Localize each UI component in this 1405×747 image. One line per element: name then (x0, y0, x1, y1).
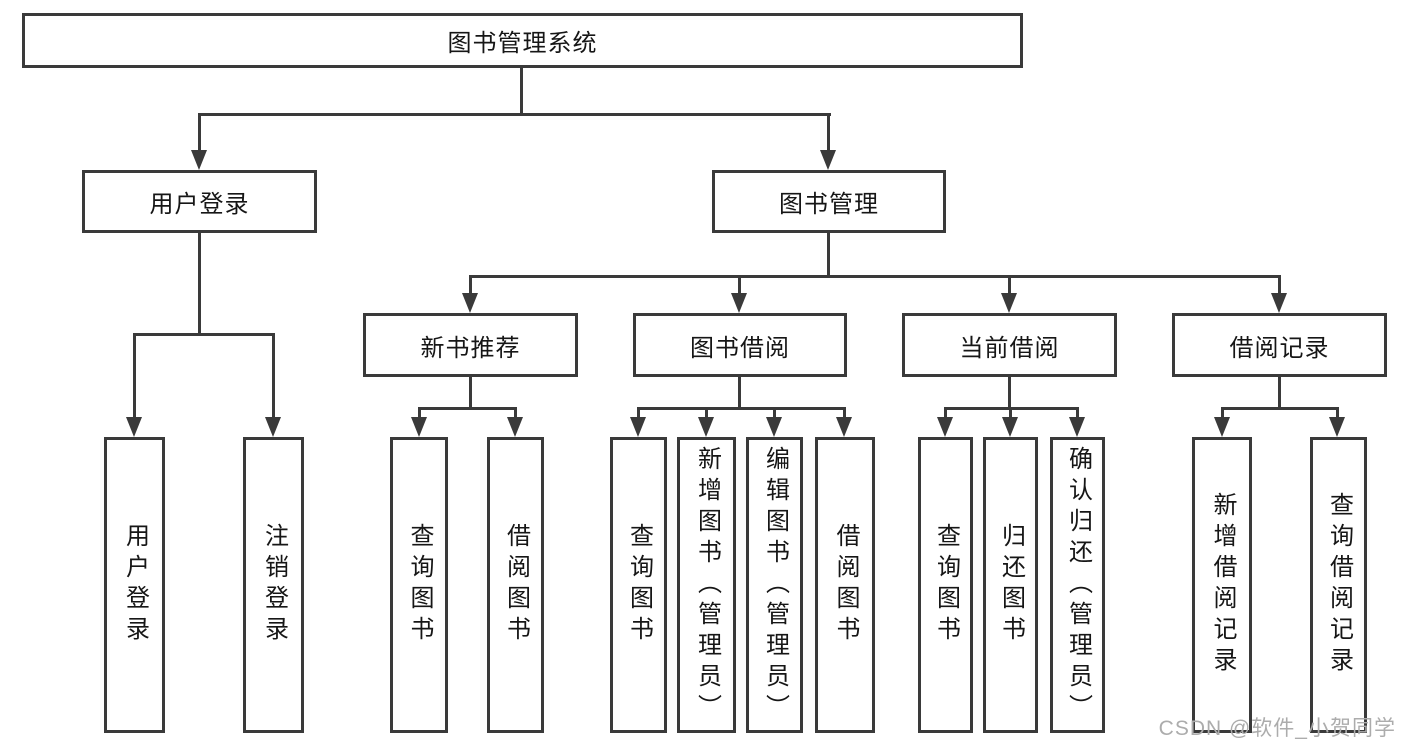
connector-line (133, 333, 275, 336)
arrowhead (1002, 417, 1018, 437)
node-user-login: 用户登录 (82, 170, 317, 233)
node-borrow-records: 借阅记录 (1172, 313, 1387, 377)
node-label: 借阅图书 (832, 523, 859, 647)
connector-line (469, 377, 472, 410)
node-label: 用户登录 (149, 191, 250, 218)
arrowhead (1329, 417, 1345, 437)
connector-line (827, 113, 830, 152)
node-book-management: 图书管理 (712, 170, 946, 233)
node-label: 当前借阅 (959, 334, 1060, 362)
connector-line (469, 275, 1281, 278)
node-query-books-current: 查询图书 (918, 437, 973, 733)
node-query-borrow-record: 查询借阅记录 (1310, 437, 1367, 733)
node-label: 新增借阅记录 (1209, 492, 1236, 678)
node-label: 借阅记录 (1229, 334, 1330, 362)
node-return-book: 归还图书 (983, 437, 1038, 733)
node-label: 图书借阅 (690, 334, 790, 362)
connector-line (418, 407, 517, 410)
connector-line (827, 233, 830, 278)
node-current-borrow: 当前借阅 (902, 313, 1117, 377)
node-query-books-recommend: 查询图书 (390, 437, 448, 733)
node-add-book-admin: 新增图书（管理员） (677, 437, 736, 733)
node-add-borrow-record: 新增借阅记录 (1192, 437, 1252, 733)
node-label: 编辑图书（管理员） (761, 445, 789, 725)
connector-line (1221, 407, 1338, 410)
node-logout: 注销登录 (243, 437, 304, 733)
arrowhead (191, 150, 207, 170)
arrowhead (1214, 417, 1230, 437)
connector-line (1278, 377, 1281, 410)
arrowhead (1271, 293, 1287, 313)
node-label: 借阅图书 (502, 523, 530, 647)
node-book-borrow: 图书借阅 (633, 313, 847, 377)
arrowhead (1069, 417, 1085, 437)
node-label: 新增图书（管理员） (693, 445, 721, 725)
csdn-watermark: CSDN @软件_小贺同学 (1158, 717, 1396, 740)
connector-line (520, 68, 523, 116)
connector-line (418, 407, 421, 419)
connector-line (1076, 407, 1079, 419)
arrowhead (836, 417, 852, 437)
connector-line (705, 407, 708, 419)
connector-line (272, 333, 275, 419)
node-label: 查询图书 (406, 523, 433, 647)
arrowhead (1001, 293, 1017, 313)
node-label: 查询图书 (625, 523, 653, 647)
node-user-login-leaf: 用户登录 (104, 437, 165, 733)
node-label: 归还图书 (997, 523, 1025, 647)
connector-line (198, 113, 201, 152)
arrowhead (630, 417, 646, 437)
node-borrow-books-borrow: 借阅图书 (815, 437, 875, 733)
arrowhead (820, 150, 836, 170)
connector-line (637, 407, 845, 410)
connector-line (1221, 407, 1224, 419)
node-label: 查询图书 (932, 523, 960, 647)
arrowhead (507, 417, 523, 437)
connector-line (738, 275, 741, 295)
connector-line (198, 113, 831, 116)
node-confirm-return-admin: 确认归还（管理员） (1050, 437, 1105, 733)
node-label: 用户登录 (121, 523, 149, 647)
arrowhead (766, 417, 782, 437)
node-label: 注销登录 (260, 523, 288, 647)
connector-line (1336, 407, 1339, 419)
connector-line (514, 407, 517, 419)
node-borrow-books-recommend: 借阅图书 (487, 437, 544, 733)
connector-line (944, 407, 947, 419)
connector-line (738, 377, 741, 410)
arrowhead (698, 417, 714, 437)
connector-line (1008, 377, 1011, 410)
connector-line (637, 407, 640, 419)
node-label: 图书管理系统 (447, 30, 598, 57)
arrowhead (462, 293, 478, 313)
node-query-books-borrow: 查询图书 (610, 437, 667, 733)
arrowhead (411, 417, 427, 437)
node-library-management-system: 图书管理系统 (22, 13, 1023, 68)
arrowhead (265, 417, 281, 437)
node-edit-book-admin: 编辑图书（管理员） (746, 437, 803, 733)
connector-line (1009, 407, 1012, 419)
connector-line (133, 333, 136, 419)
node-label: 确认归还（管理员） (1064, 445, 1092, 725)
arrowhead (731, 293, 747, 313)
connector-line (773, 407, 776, 419)
connector-line (1008, 275, 1011, 295)
connector-line (198, 233, 201, 336)
node-label: 新书推荐 (420, 334, 521, 362)
connector-line (469, 275, 472, 295)
connector-line (1278, 275, 1281, 295)
arrowhead (126, 417, 142, 437)
node-label: 图书管理 (779, 191, 879, 218)
arrowhead (937, 417, 953, 437)
node-label: 查询借阅记录 (1325, 492, 1353, 678)
connector-line (843, 407, 846, 419)
node-new-book-recommend: 新书推荐 (363, 313, 578, 377)
